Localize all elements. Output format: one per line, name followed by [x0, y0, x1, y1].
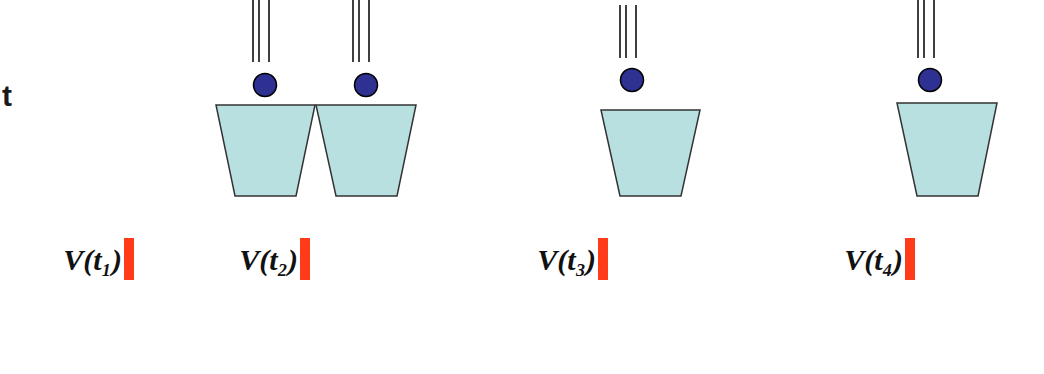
voltage-label: V(t₄)	[844, 245, 903, 275]
voltage-label: V(t₃)	[537, 245, 596, 275]
partial-text: t	[2, 81, 12, 111]
balls	[254, 69, 942, 97]
motion-lines	[253, 0, 934, 62]
red-bars	[124, 238, 915, 280]
voltage-label: V(t₁)	[63, 245, 122, 275]
voltage-label: V(t₂)	[239, 245, 298, 275]
buckets	[216, 103, 997, 196]
